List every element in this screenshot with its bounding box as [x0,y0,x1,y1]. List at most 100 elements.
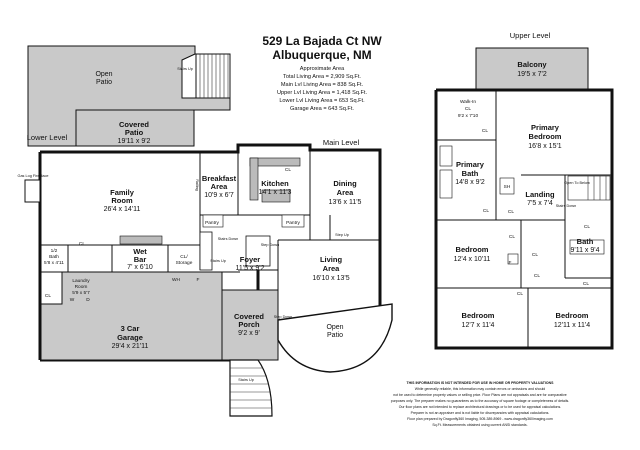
fireplace-shape [24,179,41,203]
bedroom2-name: Bedroom [462,311,495,320]
walkin-name2: CL [465,106,471,112]
covered-porch-shape [221,289,279,361]
stairs-down-main: Stairs Down [218,237,238,241]
covered-patio-shape [75,109,195,147]
railing-main-label: Railing [195,179,199,191]
cl-upper-4: CL [509,234,515,240]
living-name: Living [320,255,343,264]
stairs-up-main: Stairs Up [210,259,226,263]
family-room-dim: 26'4 x 14'11 [104,206,141,213]
open-patio-top-name: Open [95,71,112,78]
stairs-down-upper: Stairs Down [556,204,576,208]
kitchen-name: Kitchen [261,179,289,188]
approx-area-title: Approximate Area [300,66,345,72]
stat-garage: Garage Area = 643 Sq.Ft. [290,106,354,112]
cl-kitchen: CL [285,167,291,173]
pantry1-label: Pantry [205,220,219,226]
primary-bed-name2: Bedroom [529,132,562,141]
covered-patio-name2: Patio [125,128,144,137]
laundry-name: Laundry [72,278,90,284]
walkin-name: Walk-In [460,99,476,105]
disclaimer-line-5: Preparer is not an appraiser and is not … [411,411,550,415]
upper-level-label: Upper Level [510,31,551,40]
open-to-below-label: Open To Below [564,181,590,185]
pantry2-label: Pantry [286,220,300,226]
half-bath-name2: Bath [49,254,59,260]
open-patio-top-name2: Patio [96,79,112,86]
wh-label: WH [172,277,181,283]
main-level-label: Main Level [323,138,360,147]
main-level-plan: Gas Log Fireplace Family Room 26'4 x 14'… [17,138,393,417]
dining-dim: 13'6 x 11'5 [329,199,362,206]
garage-name: 3 Car [121,324,140,333]
disclaimer-line-3: purposes only. The preparer makes no gua… [391,399,570,403]
family-room-name2: Room [111,196,133,205]
primary-bed-name: Primary [531,123,560,132]
open-patio-bottom-name2: Patio [327,332,343,339]
laundry-dim: 5'9 x 5'7 [72,290,90,296]
primary-bed-dim: 16'8 x 15'1 [528,143,562,150]
landing-dim: 7'5 x 7'4 [527,200,553,207]
bedroom1-dim: 12'4 x 10'11 [454,256,491,263]
family-room-name: Family [110,188,135,197]
f-upper: F [509,260,512,266]
half-bath-dim: 5'8 x 4'11 [44,260,64,266]
primary-bath-name: Primary [456,160,485,169]
bedroom2-dim: 12'7 x 11'4 [462,322,495,329]
breakfast-name2: Area [211,182,229,191]
living-name2: Area [323,264,341,273]
landing-name: Landing [525,190,555,199]
open-patio-bottom-name: Open [326,324,343,331]
stair-lines-lower [199,54,229,98]
covered-patio-name: Covered [119,120,149,129]
dining-name2: Area [337,188,355,197]
stairs-up-porch: Stairs Up [238,378,254,382]
laundry-name2: Room [75,284,88,290]
lower-level-label: Lower Level [27,133,68,142]
dining-name: Dining [333,179,357,188]
kitchen-dim: 14'1 x 11'3 [259,189,292,196]
address-line1: 529 La Bajada Ct NW [262,34,382,48]
cl-upper-3: CL [508,209,514,215]
cl-upper-9: CL [583,281,589,287]
covered-patio-dim: 19'11 x 9'2 [118,138,151,145]
cl-halfbath: CL [79,241,85,247]
foyer-name: Foyer [240,255,261,264]
disclaimer-line-7: Sq.Ft. Measurements obtained using curre… [432,423,527,427]
covered-porch-dim: 9'2 x 9' [238,330,260,337]
disclaimer-line-2: not be used to determine property values… [393,393,567,397]
stairs-lower [195,53,231,99]
bedroom3-dim: 12'11 x 11'4 [554,322,590,329]
bath-name: Bath [577,237,594,246]
front-stairs-shape [229,359,273,417]
cl-storage-name2: Storage [176,260,193,266]
disclaimer-line-1: While generally reliable, this informati… [415,387,546,391]
gas-fireplace-label: Gas Log Fireplace [17,174,48,178]
wet-bar-name: Wet [133,247,147,256]
lower-level-plan: Stairs Up Open Patio Covered Patio 19'11… [27,45,231,147]
balcony-shape [475,47,589,91]
disclaimer-line-4: Our floor plans are not intended to repl… [399,405,561,409]
bath-dim: 9'11 x 9'4 [570,247,599,254]
wet-bar-dim: 7' x 6'10 [127,264,153,271]
half-bath-name: 1/2 [51,248,58,254]
covered-porch-name: Covered [234,312,264,321]
breakfast-dim: 10'9 x 6'7 [204,192,234,199]
primary-bath-name2: Bath [462,169,479,178]
sh-label: SH [504,184,511,190]
disclaimer-title: THIS INFORMATION IS NOT INTENDED FOR USE… [407,381,555,385]
dryer-label: D [86,297,90,303]
cl-storage-name: CL/ [180,254,188,260]
cl-upper-1: CL [482,128,488,134]
breakfast-name: Breakfast [202,174,237,183]
balcony-name: Balcony [517,60,547,69]
cl-upper-6: CL [534,273,540,279]
bedroom1-name: Bedroom [456,245,489,254]
garage-shape [40,271,223,361]
stat-main: Main Lvl Living Area = 838 Sq.Ft. [281,82,364,88]
living-dim: 16'10 x 13'5 [312,275,349,282]
walkin-dim: 9'2 x 7'10 [458,113,479,119]
open-patio-bottom-shape [277,303,393,373]
cl-upper-8: CL [517,291,523,297]
